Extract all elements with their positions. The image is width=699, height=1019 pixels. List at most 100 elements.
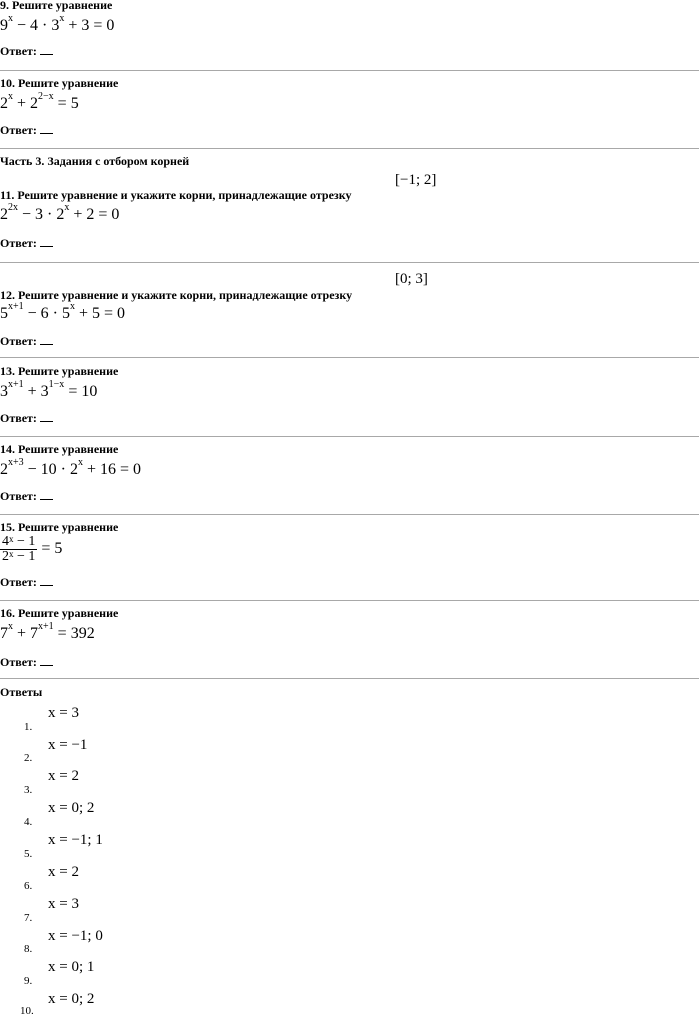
q13-equation: 3x+1 + 31−x = 10: [0, 379, 97, 401]
q16-equation: 7x + 7x+1 = 392: [0, 621, 95, 643]
eq-term: = 5: [53, 95, 79, 112]
answer-value: x = 0; 2: [48, 991, 95, 1007]
answer-blank[interactable]: [39, 335, 53, 345]
eq-term: = 392: [53, 625, 95, 642]
q12-interval: [0; 3]: [395, 271, 428, 287]
eq-term: + 2: [13, 95, 39, 112]
eq-exponent: x: [59, 13, 65, 24]
eq-term: − 6 · 5: [23, 305, 70, 322]
q14-title: 14. Решите уравнение: [0, 442, 119, 456]
eq-term: + 2 = 0: [69, 206, 120, 223]
divider: [0, 600, 699, 601]
answer-number: 6.: [24, 880, 33, 892]
eq-exponent: x: [9, 549, 14, 559]
answer-label: Ответ:: [0, 123, 37, 137]
eq-term: − 3 · 2: [18, 206, 65, 223]
q14-equation: 2x+3 − 10 · 2x + 16 = 0: [0, 457, 142, 479]
answer-number: 2.: [24, 752, 33, 764]
answer-label: Ответ:: [0, 44, 37, 58]
eq-exponent: x: [64, 202, 70, 213]
q12-equation: 5x+1 − 6 · 5x + 5 = 0: [0, 301, 126, 323]
q16-answer: Ответ:: [0, 655, 53, 670]
q9-answer: Ответ:: [0, 44, 53, 59]
eq-exponent: x+3: [8, 457, 24, 468]
eq-exponent: 2x: [8, 202, 18, 213]
answer-value: x = −1; 0: [48, 928, 103, 944]
answer-number: 1.: [24, 721, 33, 733]
answer-label: Ответ:: [0, 655, 37, 669]
eq-term: 2: [2, 549, 9, 564]
q15-title: 15. Решите уравнение: [0, 520, 119, 534]
q13-title: 13. Решите уравнение: [0, 364, 119, 378]
eq-term: 2: [0, 95, 8, 112]
q13-answer: Ответ:: [0, 411, 53, 426]
answer-blank[interactable]: [39, 45, 53, 55]
eq-term: = 5: [37, 540, 63, 558]
answer-blank[interactable]: [39, 124, 53, 134]
divider: [0, 70, 699, 71]
eq-term: 4: [2, 534, 9, 549]
q10-title: 10. Решите уравнение: [0, 76, 119, 90]
divider: [0, 514, 699, 515]
q15-fraction: 4x − 1 2x − 1: [0, 534, 38, 564]
q11-equation: 22x − 3 · 2x + 2 = 0: [0, 202, 120, 224]
answer-value: x = 0; 1: [48, 959, 95, 975]
answer-blank[interactable]: [39, 237, 53, 247]
answer-value: x = −1: [48, 737, 88, 753]
divider: [0, 678, 699, 679]
eq-term: − 4 · 3: [13, 17, 60, 34]
answer-blank[interactable]: [39, 490, 53, 500]
eq-term: + 3: [23, 383, 49, 400]
answer-label: Ответ:: [0, 236, 37, 250]
eq-term: 2: [0, 461, 8, 478]
fraction-numerator: 4x − 1: [0, 534, 38, 550]
divider: [0, 436, 699, 437]
answer-value: x = 3: [48, 705, 79, 721]
eq-exponent: x+1: [8, 301, 24, 312]
eq-exponent: x+1: [8, 379, 24, 390]
eq-exponent: x: [70, 301, 75, 312]
eq-term: 7: [0, 625, 8, 642]
eq-exponent: x: [8, 621, 13, 632]
answer-number: 5.: [24, 848, 33, 860]
q14-answer: Ответ:: [0, 489, 53, 504]
answer-label: Ответ:: [0, 411, 37, 425]
answer-blank[interactable]: [39, 412, 53, 422]
q9-title: 9. Решите уравнение: [0, 0, 113, 12]
eq-exponent: x: [9, 534, 14, 544]
answer-value: x = 3: [48, 896, 79, 912]
eq-term: 2: [0, 206, 8, 223]
eq-term: − 10 · 2: [23, 461, 78, 478]
answer-blank[interactable]: [39, 576, 53, 586]
q11-title: 11. Решите уравнение и укажите корни, пр…: [0, 188, 352, 202]
answer-value: x = 2: [48, 864, 79, 880]
answer-blank[interactable]: [39, 656, 53, 666]
eq-exponent: x+1: [38, 621, 54, 632]
eq-exponent: 1−x: [48, 379, 65, 390]
eq-exponent: x: [78, 457, 83, 468]
q10-equation: 2x + 22−x = 5: [0, 91, 79, 113]
q15-equation: 4x − 1 2x − 1 = 5: [0, 534, 63, 564]
eq-term: + 5 = 0: [75, 305, 126, 322]
eq-term: 9: [0, 17, 8, 34]
eq-term: + 7: [13, 625, 39, 642]
q12-answer: Ответ:: [0, 334, 53, 349]
answers-title: Ответы: [0, 685, 43, 699]
eq-term: + 16 = 0: [83, 461, 142, 478]
q11-answer: Ответ:: [0, 236, 53, 251]
eq-term: + 3 = 0: [64, 17, 115, 34]
q12-title: 12. Решите уравнение и укажите корни, пр…: [0, 288, 353, 302]
eq-term: 3: [0, 383, 8, 400]
answer-number: 9.: [24, 975, 33, 987]
eq-term: 5: [0, 305, 8, 322]
eq-term: − 1: [13, 549, 36, 564]
q16-title: 16. Решите уравнение: [0, 606, 119, 620]
q9-equation: 9x − 4 · 3x + 3 = 0: [0, 13, 115, 35]
eq-exponent: x: [8, 13, 13, 24]
q15-answer: Ответ:: [0, 575, 53, 590]
answer-label: Ответ:: [0, 334, 37, 348]
answer-number: 8.: [24, 943, 33, 955]
q10-answer: Ответ:: [0, 123, 53, 138]
answer-number: 4.: [24, 816, 33, 828]
divider: [0, 262, 699, 263]
